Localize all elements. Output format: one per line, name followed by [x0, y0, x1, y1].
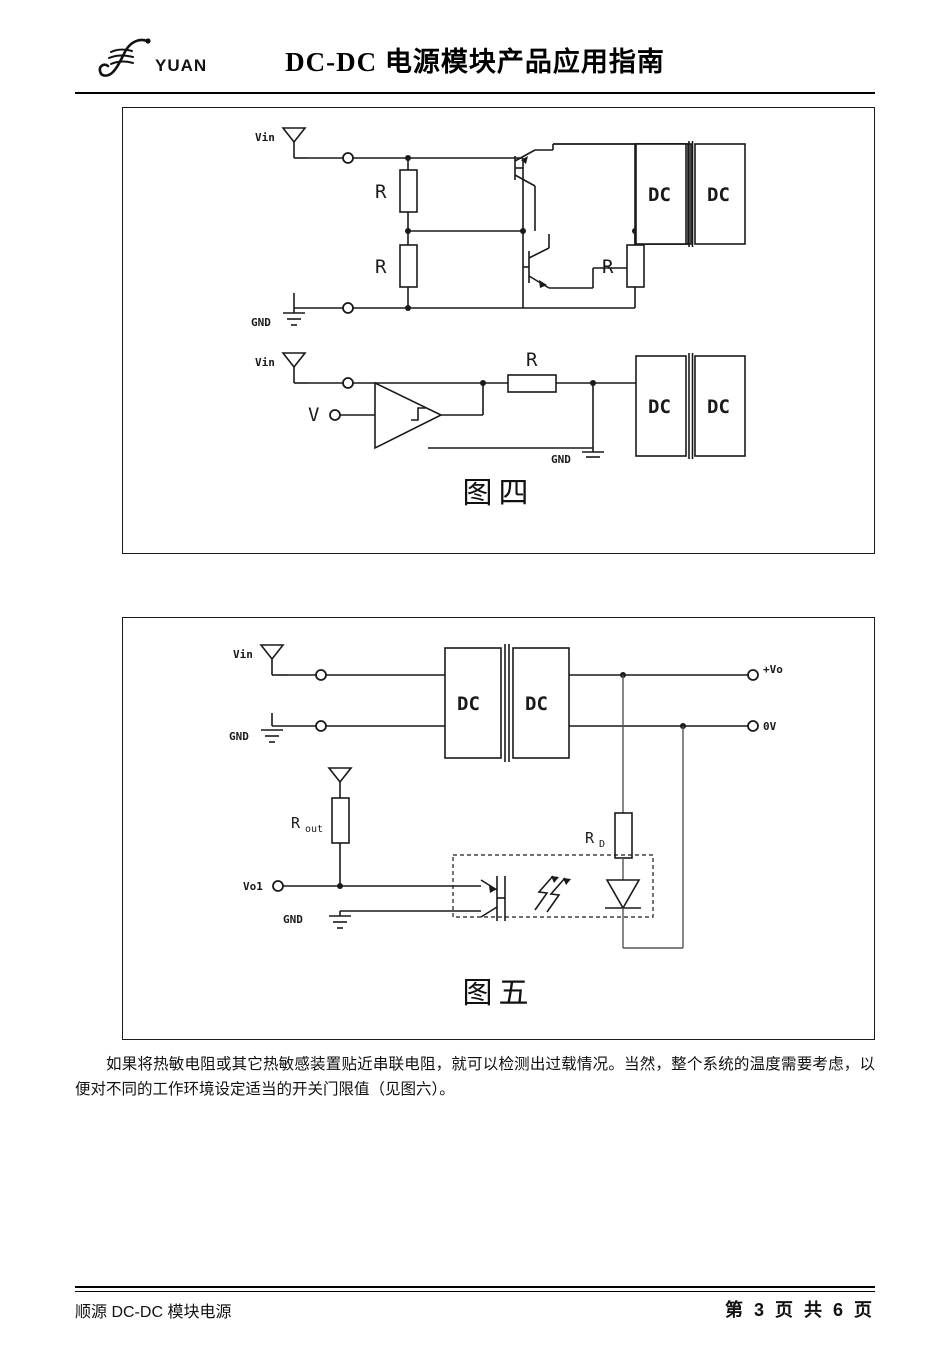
footer-page-number: 第 3 页 共 6 页: [724, 1300, 875, 1320]
yuan-swoosh-logo-icon: [98, 38, 151, 77]
figure4-bottom-dcdc-module: DC DC: [635, 353, 746, 459]
body-paragraph: 如果将热敏电阻或其它热敏感装置贴近串联电阻，就可以检测出过载情况。当然，整个系统…: [75, 1056, 875, 1098]
figure5-output-positive-label: +Vo: [763, 663, 783, 676]
figure4-bottom-v-label: V: [308, 404, 319, 426]
figure5-resistor-out-label: R: [291, 814, 301, 832]
footer-divider-thick: [75, 1286, 875, 1288]
document-title: DC-DC 电源模块产品应用指南: [285, 47, 665, 77]
figure4-top-gnd-label: GND: [251, 316, 271, 329]
figure4-bottom-dc-right-label: DC: [707, 396, 730, 418]
figure5-output-zero-label: 0V: [763, 720, 777, 733]
figure5-opto-gnd-label: GND: [283, 913, 303, 926]
figure4-bottom-dc-left-label: DC: [648, 396, 671, 418]
figure-5-caption: 图五: [462, 977, 535, 1010]
figure5-dc-left-label: DC: [457, 693, 480, 715]
figure-5-circuit-drawing: Vin GND DC DC +Vo 0V: [229, 644, 783, 949]
figure5-resistor-d-label: R: [585, 829, 595, 847]
figure-4-circuit-drawing: Vin R R GND: [251, 127, 746, 463]
figure4-bottom-gnd-label: GND: [551, 453, 571, 463]
figure4-bottom-vin-label: Vin: [255, 356, 275, 369]
figure4-bottom-resistor-label: R: [526, 349, 538, 371]
footer-divider-thin: [75, 1291, 875, 1292]
figure5-resistor-d-sub: D: [599, 839, 605, 850]
figure4-top-vin-label: Vin: [255, 131, 275, 144]
figure4-top-dc-left-label: DC: [648, 184, 671, 206]
brand-logo: YUAN: [95, 36, 225, 84]
figure5-dcdc-module: DC DC: [444, 644, 570, 762]
figure5-sense-terminal-label: Vo1: [243, 880, 263, 893]
figure4-top-resistor-1-label: R: [375, 181, 387, 203]
figure4-top-dcdc-module: DC DC: [635, 141, 746, 247]
figure5-vin-label: Vin: [233, 648, 253, 661]
figure-4-caption: 图四: [462, 477, 535, 510]
figure5-resistor-out-sub: out: [305, 824, 323, 835]
figure5-gnd-label: GND: [229, 730, 249, 743]
figure4-top-resistor-2-label: R: [375, 256, 387, 278]
figure4-top-resistor-3-label: R: [602, 256, 614, 278]
footer-company-text: 顺源 DC-DC 模块电源: [75, 1304, 232, 1321]
page-header: YUAN DC-DC 电源模块产品应用指南: [75, 30, 875, 90]
figure4-top-dc-right-label: DC: [707, 184, 730, 206]
figure-5-container: Vin GND DC DC +Vo 0V: [122, 617, 875, 1040]
header-divider: [75, 92, 875, 94]
figure5-dc-right-label: DC: [525, 693, 548, 715]
figure-4-container: Vin R R GND: [122, 107, 875, 554]
brand-logo-text: YUAN: [155, 56, 208, 75]
